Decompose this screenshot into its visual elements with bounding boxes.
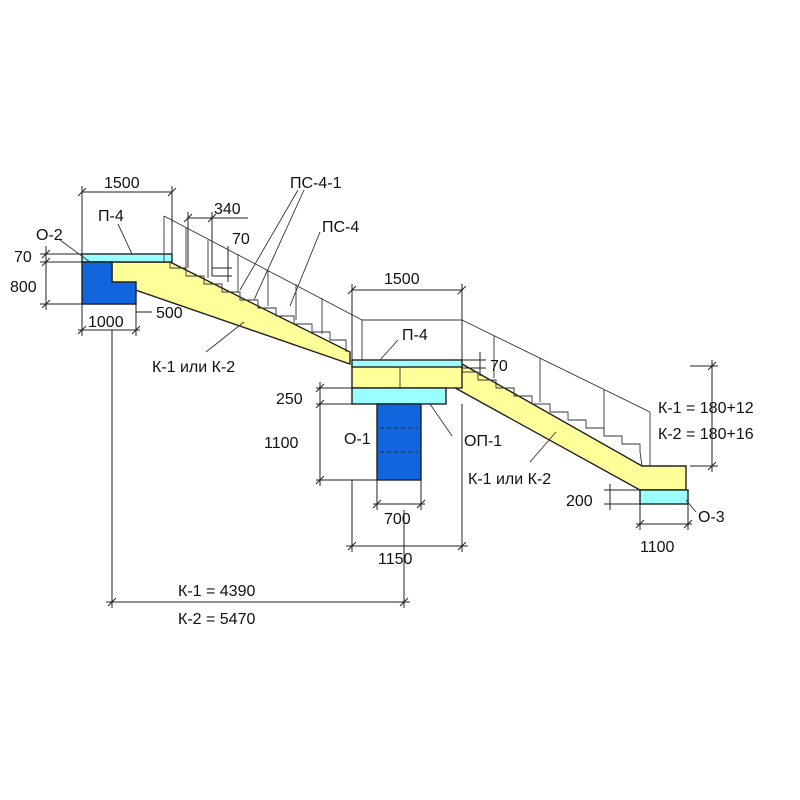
upper-flight-steps bbox=[169, 262, 347, 352]
left-offset-label: 500 bbox=[156, 305, 183, 322]
mid-support-width-label: 700 bbox=[384, 511, 411, 528]
right-support-width-label: 1100 bbox=[640, 539, 675, 556]
lower-flight-label: К-1 или К-2 bbox=[468, 471, 551, 488]
left-support-label: О-2 bbox=[36, 227, 63, 244]
mid-support-height-label: 1100 bbox=[264, 435, 299, 452]
mid-beam-height-label: 250 bbox=[276, 391, 303, 408]
ps41-label: ПС-4-1 bbox=[290, 175, 342, 192]
tread-depth-label: 340 bbox=[214, 201, 241, 218]
railing bbox=[163, 215, 651, 466]
k1-span-label: К-1 = 4390 bbox=[178, 583, 255, 600]
mid-landing-width-label: 1500 bbox=[384, 271, 420, 288]
mid-beam-label: ОП-1 bbox=[464, 433, 502, 450]
lower-flight-steps bbox=[461, 364, 643, 467]
k2-span-label: К-2 = 5470 bbox=[178, 611, 255, 628]
upper-slab-thickness-label: 70 bbox=[14, 249, 32, 266]
k2-step-label: К-2 = 180+16 bbox=[658, 426, 754, 443]
right-support bbox=[639, 489, 689, 505]
mid-landing-body bbox=[351, 365, 463, 389]
mid-riser-70-label: 70 bbox=[490, 358, 508, 375]
upper-landing-width-label: 1500 bbox=[104, 175, 140, 192]
k1-step-label: К-1 = 180+12 bbox=[658, 400, 754, 417]
dimension-lines bbox=[40, 186, 718, 608]
mid-slab bbox=[351, 359, 463, 368]
upper-flight-stringer bbox=[111, 261, 351, 365]
ps4-label: ПС-4 bbox=[322, 219, 359, 236]
mid-beam bbox=[351, 387, 447, 405]
lower-slab-height-label: 200 bbox=[566, 493, 593, 510]
upper-slab bbox=[81, 253, 173, 263]
mid-support bbox=[376, 403, 422, 481]
leader-lines bbox=[59, 189, 697, 513]
left-support-height-label: 800 bbox=[10, 279, 37, 296]
mid-support-label: О-1 bbox=[344, 431, 371, 448]
right-support-label: О-3 bbox=[698, 509, 725, 526]
mid-beam-width-label: 1150 bbox=[378, 551, 413, 568]
mid-slab-label: П-4 bbox=[402, 327, 428, 344]
left-support-width-label: 1000 bbox=[88, 314, 124, 331]
riser-70-label: 70 bbox=[232, 231, 250, 248]
upper-flight-label: К-1 или К-2 bbox=[152, 359, 235, 376]
upper-slab-label: П-4 bbox=[98, 208, 124, 225]
